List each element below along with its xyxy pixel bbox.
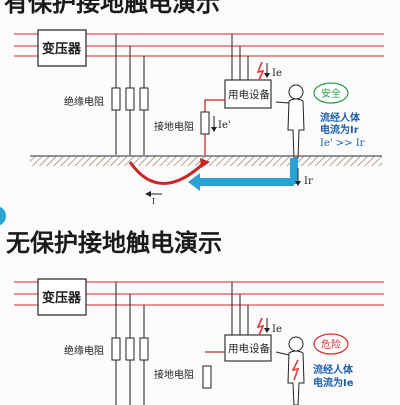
bottom-ie-label: Ie	[272, 324, 282, 335]
top-insulation-label: 绝缘电阻	[64, 95, 104, 108]
bottom-person-icon	[275, 336, 305, 405]
top-fault-spark-icon	[256, 61, 265, 81]
top-ir-label: Ir	[304, 176, 313, 187]
top-transformer-label: 变压器	[42, 41, 82, 57]
top-compare-label: Ie' >> Ir	[320, 138, 365, 149]
top-ie-prime-label: Ie'	[218, 120, 231, 131]
bottom-danger-label: 危险	[321, 338, 341, 351]
bottom-ground-resistor	[202, 365, 212, 389]
top-ground-resistor	[200, 111, 210, 135]
top-title: 有保护接地触电演示	[4, 0, 220, 17]
top-device-label: 用电设备	[228, 88, 270, 101]
top-person-icon	[275, 84, 305, 159]
divider-dot	[0, 206, 6, 226]
top-return-current-arc	[128, 160, 207, 185]
bottom-device-box	[224, 334, 272, 362]
bottom-danger-badge: 危险	[313, 333, 349, 355]
bottom-note-line2: 电流为Ie	[313, 376, 354, 389]
bottom-note-line1: 流经人体	[313, 363, 354, 376]
top-i-label: I	[152, 197, 155, 206]
top-ie-label: Ie	[272, 68, 282, 79]
top-insulation-resistors	[111, 87, 149, 111]
top-ground-wire	[204, 99, 225, 155]
bottom-device-label: 用电设备	[228, 342, 270, 355]
bottom-insulation-resistors	[111, 337, 149, 361]
top-note-line2: 电流为Ir	[320, 123, 359, 136]
top-transformer-box	[37, 29, 87, 67]
top-device-box	[224, 79, 272, 109]
bottom-transformer-box	[37, 278, 87, 316]
top-note-line1: 流经人体	[320, 111, 361, 124]
top-safe-label: 安全	[321, 87, 341, 100]
bottom-ground-label: 接地电阻	[154, 368, 194, 381]
bottom-transformer-label: 变压器	[42, 290, 82, 306]
top-ground-label: 接地电阻	[154, 120, 194, 133]
top-safe-badge: 安全	[313, 82, 349, 104]
top-ie-prime-arrow-icon	[211, 127, 217, 132]
bottom-fault-spark-icon	[256, 317, 265, 336]
top-body-current-arrow	[200, 178, 294, 186]
top-ir-arrow-icon	[295, 181, 301, 186]
bottom-insulation-label: 绝缘电阻	[64, 344, 104, 357]
bottom-title: 无保护接地触电演示	[6, 229, 222, 257]
top-i-arrow-icon	[145, 191, 151, 197]
